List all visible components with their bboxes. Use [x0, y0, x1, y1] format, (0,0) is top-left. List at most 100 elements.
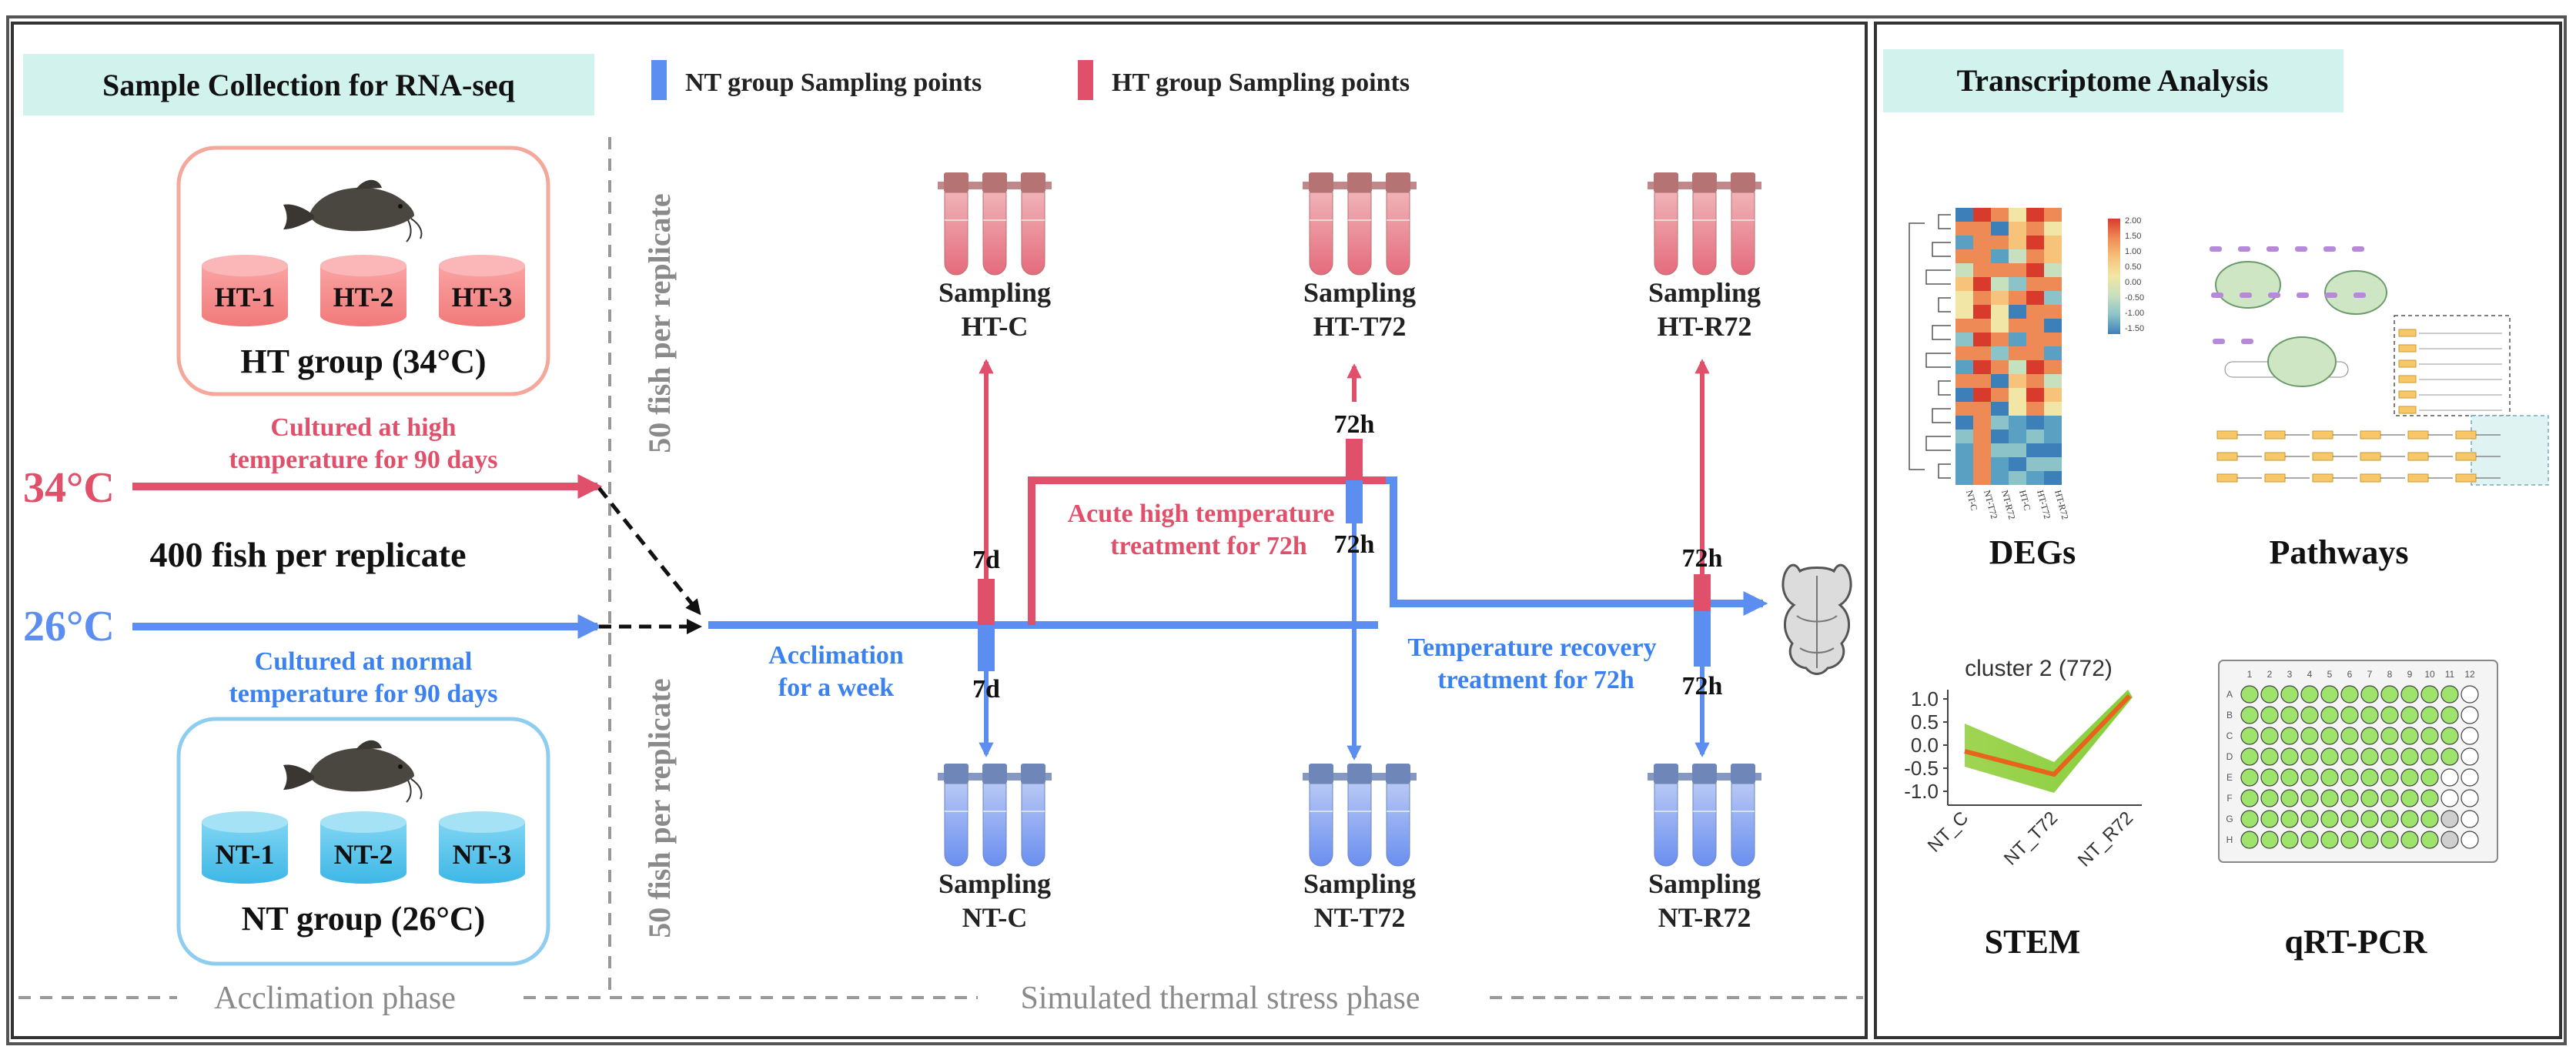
plate-well [2400, 685, 2419, 704]
nt-tank-2: NT-2 [320, 811, 406, 884]
sample-tube [944, 764, 969, 867]
plate-well [2340, 831, 2359, 849]
heatmap-cell [1955, 443, 1973, 457]
plate-well [2340, 768, 2359, 787]
merge-arrow-ht [597, 486, 701, 616]
heatmap-cell [2026, 319, 2044, 333]
plate-well [2380, 727, 2399, 745]
heatmap-cell [2026, 346, 2044, 360]
stem-y-tick: 0.5 [1911, 710, 1939, 734]
plate-well [2280, 789, 2299, 807]
plate-well [2461, 810, 2479, 828]
nt-group-box: NT-1 NT-2 NT-3 NT group (26°C) [176, 717, 550, 966]
heatmap-cell [1973, 360, 1991, 374]
plate-well [2260, 747, 2279, 766]
heatmap-cell [2044, 263, 2062, 277]
plate-well [2420, 747, 2439, 766]
heatmap-cell [1955, 346, 1973, 360]
heatmap-cell [1955, 333, 1973, 346]
sample-tube [944, 172, 969, 276]
heatmap-cell [2009, 388, 2026, 402]
plate-well [2260, 727, 2279, 745]
heatmap-col-label: HT-T72 [2035, 489, 2052, 520]
heatmap-cell [2009, 430, 2026, 443]
heatmap-cell [1955, 291, 1973, 305]
recovery-path [1386, 476, 1768, 617]
fish-per-replicate-top: 50 fish per replicate [642, 193, 677, 453]
plate-well [2360, 706, 2379, 724]
heatmap-legend-tick: 2.00 [2125, 216, 2141, 226]
plate-col-label: 10 [2424, 669, 2435, 680]
heatmap-cell [1955, 263, 1973, 277]
plate-well [2461, 747, 2479, 766]
heatmap-cell [2009, 471, 2026, 485]
heatmap-cell [2026, 443, 2044, 457]
legend-ht-swatch [1078, 60, 1093, 100]
heatmap-legend-tick: 0.50 [2125, 262, 2141, 272]
heatmap-cell [2026, 277, 2044, 291]
plate-well [2461, 727, 2479, 745]
plate-well [2320, 685, 2339, 704]
phase-stress: Simulated thermal stress phase [1020, 981, 1420, 1016]
heatmap-cell [1991, 374, 2009, 388]
plate-well [2320, 831, 2339, 849]
plate-row-label: D [2226, 751, 2233, 762]
nt-tank-3: NT-3 [439, 811, 525, 884]
heatmap-cell [1991, 291, 2009, 305]
plate-col-label: 12 [2464, 669, 2475, 680]
sample-tube [1692, 172, 1717, 276]
plate-well [2320, 768, 2339, 787]
heatmap-cell [2044, 457, 2062, 471]
plate-well [2461, 685, 2479, 704]
plate-well [2400, 747, 2419, 766]
duration-72h-right-top: 72h [1682, 544, 1723, 573]
heatmap-color-bar [2108, 219, 2120, 334]
heatmap-cell [2044, 222, 2062, 236]
heatmap-cell [2009, 249, 2026, 263]
plate-well [2260, 706, 2279, 724]
heatmap-cell [2044, 430, 2062, 443]
plate-well [2420, 810, 2439, 828]
heatmap-cell [1991, 416, 2009, 430]
plate-well [2300, 831, 2319, 849]
plate-well [2420, 706, 2439, 724]
plate-well [2441, 831, 2459, 849]
duration-7d-bottom: 7d [972, 675, 1000, 704]
plate-col-label: 7 [2367, 669, 2373, 680]
heatmap-cell [1991, 277, 2009, 291]
plate-col-label: 11 [2445, 669, 2455, 680]
acute-line2: treatment for 72h [1110, 532, 1307, 560]
heatmap-cell [1955, 416, 1973, 430]
heatmap-cell [2044, 208, 2062, 222]
plate-well [2300, 810, 2319, 828]
heatmap-cell [1973, 319, 1991, 333]
heatmap-cell [1955, 222, 1973, 236]
heatmap-cell [2044, 291, 2062, 305]
heatmap-cell [2009, 360, 2026, 374]
sample-tube [982, 172, 1007, 276]
plate-well [2400, 810, 2419, 828]
plate-well [2400, 768, 2419, 787]
tubes-ht-c [938, 172, 1052, 276]
heatmap-cell [1991, 402, 2009, 416]
plate-col-label: 5 [2327, 669, 2333, 680]
nt-temp-label: 26°C [23, 603, 115, 650]
stem-band [1965, 690, 2133, 793]
plate-well [2260, 831, 2279, 849]
heatmap-cell [2026, 222, 2044, 236]
heatmap-cell [2044, 402, 2062, 416]
heatmap-cell [1991, 346, 2009, 360]
sample-tube [1021, 172, 1045, 276]
sampling-label-nt-c: NT-C [962, 902, 1028, 933]
heatmap-cell [2009, 346, 2026, 360]
heatmap-cell [1991, 457, 2009, 471]
heatmap-cell [1991, 360, 2009, 374]
heatmap-cell [1973, 249, 1991, 263]
heatmap-cell [1991, 333, 2009, 346]
heatmap-dendrogram [1909, 214, 1951, 479]
sample-tube [1692, 764, 1717, 867]
heatmap-cell [1991, 208, 2009, 222]
heatmap-cell [1973, 471, 1991, 485]
sample-tube [1347, 172, 1372, 276]
plate-well [2420, 685, 2439, 704]
